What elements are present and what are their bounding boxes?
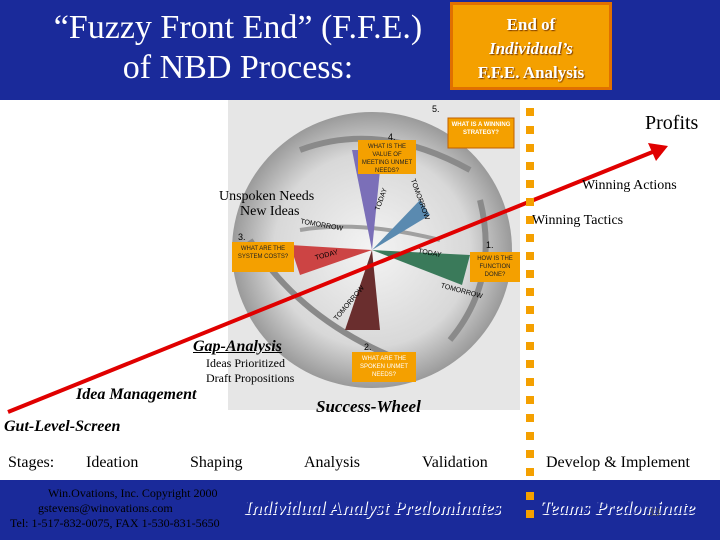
title-line-1: “Fuzzy Front End” (F.F.E.): [53, 9, 423, 46]
callout-line-2: Individual’s: [489, 39, 573, 58]
swirl-4: [299, 224, 441, 242]
label-winning-actions: Winning Actions: [582, 178, 677, 193]
label-gut-level-screen: Gut-Level-Screen: [4, 418, 121, 435]
callout-line-1: End of: [506, 15, 556, 34]
arm-upper-right: [372, 200, 430, 250]
label-idea-management: Idea Management: [76, 386, 197, 403]
label-gap-analysis: Gap-Analysis: [193, 338, 282, 355]
box-function-done: [470, 252, 520, 282]
label-success-wheel: Success-Wheel: [316, 397, 421, 416]
stage-develop-implement: Develop & Implement: [546, 454, 690, 471]
arm-left: [290, 245, 372, 275]
stage-shaping: Shaping: [190, 454, 243, 471]
footer-band: [0, 480, 720, 540]
label-unspoken-needs: Unspoken Needs: [219, 189, 315, 204]
label-spoken-unmet: WHAT ARE THE SPOKEN UNMET NEEDS?: [359, 356, 408, 378]
box-system-costs: [232, 242, 294, 272]
box-winning-strategy: [447, 117, 515, 149]
teams-predominate-text: Teams Predominate: [540, 498, 695, 519]
label-draft-propositions: Draft Propositions: [206, 371, 295, 385]
box-value-meeting: [358, 140, 416, 174]
arm-top: [352, 150, 382, 250]
label-system-costs: WHAT ARE THE SYSTEM COSTS?: [237, 246, 289, 260]
callout-line-3: F.F.E. Analysis: [477, 63, 585, 82]
profit-arrow-shaft: [7, 149, 656, 414]
stage-ideation: Ideation: [86, 454, 139, 471]
step-3: 3.: [238, 232, 246, 242]
stage-validation: Validation: [422, 454, 488, 471]
label-function-done: HOW IS THE FUNCTION DONE?: [477, 256, 513, 278]
label-value-meeting: WHAT IS THE VALUE OF MEETING UNMET NEEDS…: [361, 144, 413, 174]
footer-phone: Tel: 1-517-832-0075, FAX 1-530-831-5650: [10, 516, 220, 530]
step-5: 5.: [432, 104, 440, 114]
individual-analyst-text: Individual Analyst Predominates: [244, 498, 501, 519]
box-spoken-unmet: [352, 352, 416, 382]
label-profits: Profits: [645, 112, 699, 134]
label-ideas-prioritized: Ideas Prioritized: [206, 356, 285, 370]
step-4: 4.: [388, 132, 396, 142]
end-of-ffe-callout: End of Individual’s F.F.E. Analysis: [450, 2, 612, 90]
step-2: 2.: [364, 342, 372, 352]
footer-email: gstevens@winovations.com: [38, 501, 173, 515]
footer-company: Win.Ovations, Inc. Copyright 2000: [48, 486, 218, 500]
stage-analysis: Analysis: [304, 454, 360, 471]
title-line-2: of NBD Process:: [122, 49, 354, 86]
footer-contact: Win.Ovations, Inc. Copyright 2000 gsteve…: [10, 486, 220, 531]
step-1: 1.: [486, 240, 494, 250]
page-number: 33: [648, 505, 660, 519]
arm-bottom: [345, 250, 380, 330]
profit-arrow-head: [648, 143, 668, 161]
slide-title: “Fuzzy Front End” (F.F.E.) of NBD Proces…: [18, 8, 458, 88]
stages-label: Stages:: [8, 454, 55, 471]
label-winning-tactics: Winning Tactics: [532, 213, 624, 228]
arm-right: [372, 250, 470, 285]
label-winning-strategy: WHAT IS A WINNING STRATEGY?: [451, 122, 511, 136]
label-new-ideas: New Ideas: [240, 204, 300, 219]
